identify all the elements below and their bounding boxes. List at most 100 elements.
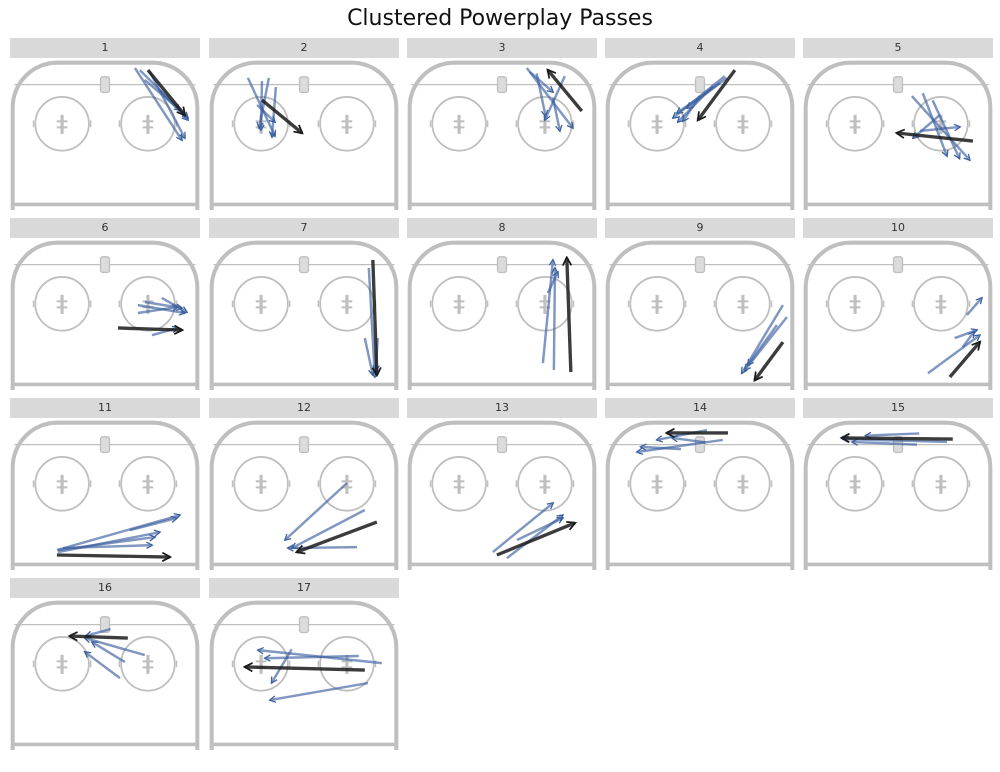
pass-arrow bbox=[285, 482, 348, 540]
cluster-mean-arrow bbox=[755, 341, 785, 380]
rink-outline bbox=[10, 420, 200, 570]
rink-boards bbox=[10, 600, 200, 750]
pass-arrow bbox=[148, 71, 186, 138]
facet-panel: 17 bbox=[209, 578, 399, 750]
rink-outline bbox=[803, 60, 993, 210]
pass-arrow bbox=[367, 267, 375, 377]
pass-arrow bbox=[288, 547, 357, 548]
chart-title: Clustered Powerplay Passes bbox=[347, 6, 653, 31]
faceoff-circle bbox=[118, 636, 178, 692]
faceoff-ring bbox=[319, 456, 375, 512]
pass-arrow bbox=[554, 268, 555, 371]
facet-strip-label: 8 bbox=[407, 218, 597, 238]
goal-net bbox=[99, 436, 111, 454]
facet-strip-label: 11 bbox=[10, 398, 200, 418]
faceoff-ring bbox=[319, 636, 375, 692]
pass-arrow bbox=[529, 71, 553, 92]
faceoff-circle bbox=[118, 456, 178, 512]
cluster-mean-arrow bbox=[56, 555, 170, 557]
faceoff-ring bbox=[34, 456, 90, 512]
faceoff-circle bbox=[317, 276, 377, 332]
rink-plot bbox=[10, 240, 200, 390]
goal-net bbox=[99, 256, 111, 274]
rink-plot bbox=[10, 60, 200, 210]
rink-outline bbox=[10, 60, 200, 210]
facet-panel: 16 bbox=[10, 578, 200, 750]
cluster-mean-arrow bbox=[948, 342, 980, 379]
goal-net bbox=[298, 436, 310, 454]
faceoff-circle bbox=[515, 96, 575, 152]
goal-net bbox=[496, 76, 508, 94]
rink-outline bbox=[605, 60, 795, 210]
rink-plot bbox=[407, 60, 597, 210]
faceoff-circle bbox=[118, 276, 178, 332]
facet-panel: 4 bbox=[605, 38, 795, 210]
rink-boards bbox=[209, 60, 399, 210]
rink-outline bbox=[10, 600, 200, 750]
cluster-mean-arrow bbox=[567, 258, 573, 373]
pass-arrow bbox=[85, 638, 146, 657]
cluster-mean-arrow bbox=[260, 98, 302, 133]
pass-arrow bbox=[265, 656, 359, 658]
goal-net bbox=[99, 616, 111, 634]
rink-boards bbox=[605, 420, 795, 570]
facet-strip-label: 15 bbox=[803, 398, 993, 418]
pass-arrow bbox=[541, 260, 553, 364]
faceoff-circle bbox=[32, 636, 92, 692]
rink-outline bbox=[407, 240, 597, 390]
pass-arrow bbox=[270, 648, 293, 683]
rink-plot bbox=[209, 240, 399, 390]
pass-arrow bbox=[852, 442, 918, 445]
faceoff-ring bbox=[120, 276, 176, 332]
pass-arrow bbox=[137, 307, 178, 315]
faceoff-ring bbox=[629, 96, 685, 152]
pass-arrow bbox=[129, 518, 177, 532]
faceoff-ring bbox=[913, 276, 969, 332]
facet-strip-label: 16 bbox=[10, 578, 200, 598]
rink-boards bbox=[803, 420, 993, 570]
rink-plot bbox=[803, 240, 993, 390]
rink-plot bbox=[605, 420, 795, 570]
pass-arrow bbox=[292, 508, 366, 550]
facet-strip-label: 4 bbox=[605, 38, 795, 58]
faceoff-ring bbox=[913, 456, 969, 512]
faceoff-ring bbox=[34, 636, 90, 692]
rink-outline bbox=[407, 60, 597, 210]
pass-arrow bbox=[866, 433, 920, 435]
facet-strip-label: 9 bbox=[605, 218, 795, 238]
cluster-mean-arrow bbox=[146, 69, 185, 115]
faceoff-ring bbox=[319, 96, 375, 152]
faceoff-ring bbox=[120, 636, 176, 692]
facet-strip-label: 2 bbox=[209, 38, 399, 58]
faceoff-circle bbox=[825, 96, 885, 152]
pass-arrow bbox=[516, 516, 563, 542]
faceoff-circle bbox=[231, 636, 291, 692]
facet-panel: 11 bbox=[10, 398, 200, 570]
facet-panel: 9 bbox=[605, 218, 795, 390]
rink-outline bbox=[407, 420, 597, 570]
rink-plot bbox=[209, 600, 399, 750]
rink-outline bbox=[803, 240, 993, 390]
rink-boards bbox=[605, 240, 795, 390]
pass-arrow bbox=[85, 652, 121, 680]
faceoff-ring bbox=[913, 96, 969, 152]
faceoff-circle bbox=[627, 276, 687, 332]
faceoff-ring bbox=[629, 456, 685, 512]
faceoff-circle bbox=[713, 456, 773, 512]
faceoff-circle bbox=[118, 96, 178, 152]
faceoff-circle bbox=[825, 456, 885, 512]
rink-plot bbox=[407, 240, 597, 390]
facet-strip-label: 13 bbox=[407, 398, 597, 418]
facet-strip-label: 6 bbox=[10, 218, 200, 238]
faceoff-circle bbox=[627, 456, 687, 512]
rink-plot bbox=[605, 240, 795, 390]
pass-arrow bbox=[133, 67, 183, 140]
faceoff-circle bbox=[825, 276, 885, 332]
goal-net bbox=[694, 256, 706, 274]
rink-outline bbox=[209, 60, 399, 210]
faceoff-ring bbox=[431, 96, 487, 152]
goal-net bbox=[298, 76, 310, 94]
goal-net bbox=[298, 616, 310, 634]
pass-arrow bbox=[56, 515, 180, 552]
rink-outline bbox=[209, 420, 399, 570]
